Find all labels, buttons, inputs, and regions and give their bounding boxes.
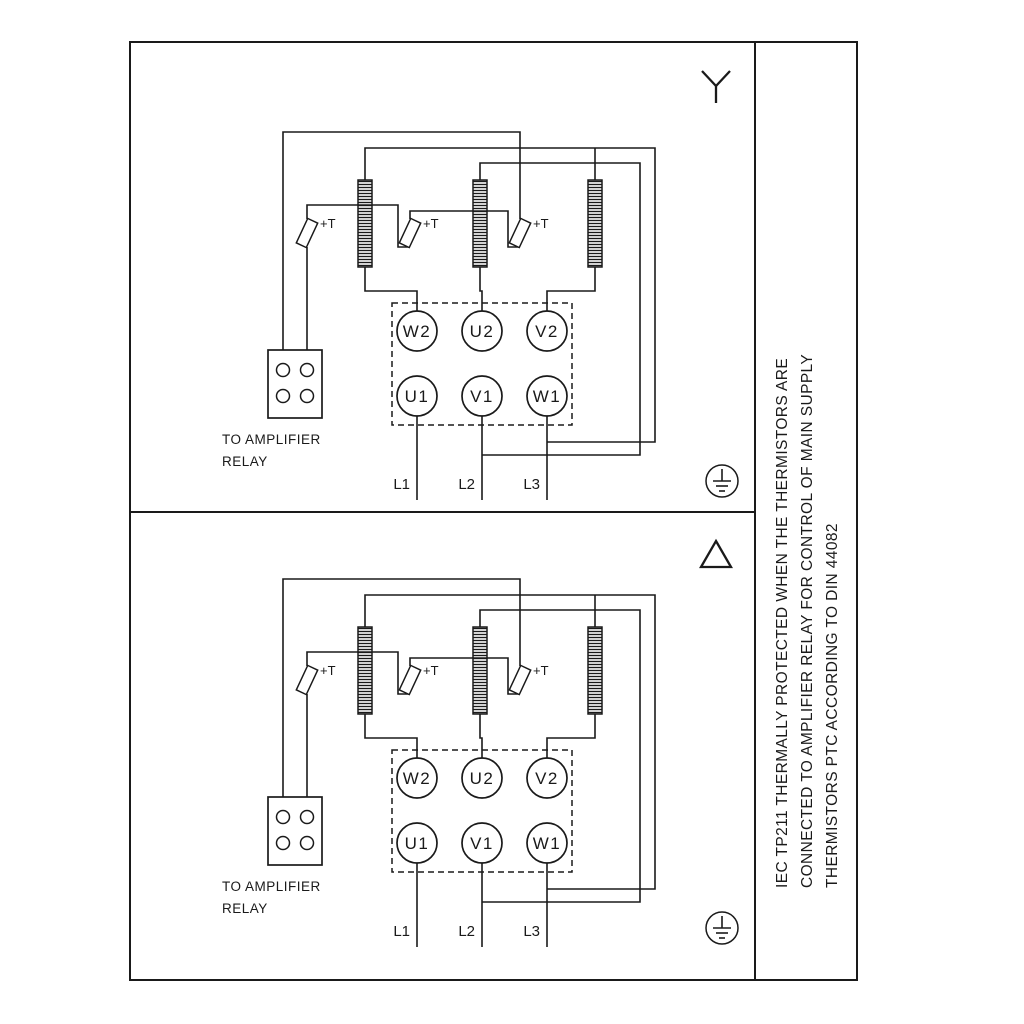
terminal-u1-label: U1 <box>405 387 430 406</box>
note-line: CONNECTED TO AMPLIFIER RELAY FOR CONTROL… <box>799 353 816 888</box>
terminal-w2-label: W2 <box>403 322 432 341</box>
thermistor-symbol <box>508 217 532 249</box>
wire <box>409 210 520 248</box>
terminal-w1 <box>526 375 568 417</box>
motor-wiring-half: +T +T +T W2 U2 V2 U1 V1 W1 TO AMPLIFIER … <box>222 131 739 500</box>
relay-pin <box>275 362 291 378</box>
terminal-board-outline <box>391 302 573 426</box>
motor-winding-coil <box>587 179 603 268</box>
supply-l3-label: L3 <box>523 476 540 493</box>
thermistor-label: +T <box>423 216 439 231</box>
terminal-w1-label: W1 <box>533 387 562 406</box>
terminal-w2 <box>396 310 438 352</box>
relay-pin <box>275 388 291 404</box>
terminal-v1 <box>461 375 503 417</box>
thermistor-label: +T <box>320 216 336 231</box>
motor-winding-coil <box>357 179 373 268</box>
note-line: THERMISTORS PTC ACCORDING TO DIN 44082 <box>824 523 841 888</box>
wire <box>364 267 418 311</box>
supply-l1-label: L1 <box>393 476 410 493</box>
terminal-v1-label: V1 <box>470 387 494 406</box>
delta-connection-icon <box>699 538 733 569</box>
relay-pin <box>299 362 315 378</box>
wire <box>282 131 521 370</box>
terminal-u2-label: U2 <box>470 322 495 341</box>
terminal-u2 <box>461 310 503 352</box>
terminal-v2 <box>526 310 568 352</box>
thermistor-symbol <box>295 217 319 249</box>
supply-l2-label: L2 <box>458 476 475 493</box>
relay-connector-box <box>267 349 323 419</box>
terminal-u1 <box>396 375 438 417</box>
protective-earth-icon <box>705 464 739 498</box>
wire <box>546 267 596 311</box>
wire <box>479 162 641 456</box>
motor-winding-coil <box>472 179 488 268</box>
relay-pin <box>299 388 315 404</box>
thermistor-symbol <box>398 217 422 249</box>
relay-caption-line1: TO AMPLIFIER <box>222 432 321 447</box>
star-connection-icon <box>701 70 731 103</box>
terminal-v2-label: V2 <box>535 322 559 341</box>
wire <box>479 267 483 311</box>
note-line: IEC TP211 THERMALLY PROTECTED WHEN THE T… <box>774 357 791 888</box>
wire <box>306 204 410 248</box>
wire <box>364 147 656 443</box>
thermistor-label: +T <box>533 216 549 231</box>
motor-wiring-half-delta <box>221 578 739 948</box>
relay-caption-line2: RELAY <box>222 454 268 469</box>
